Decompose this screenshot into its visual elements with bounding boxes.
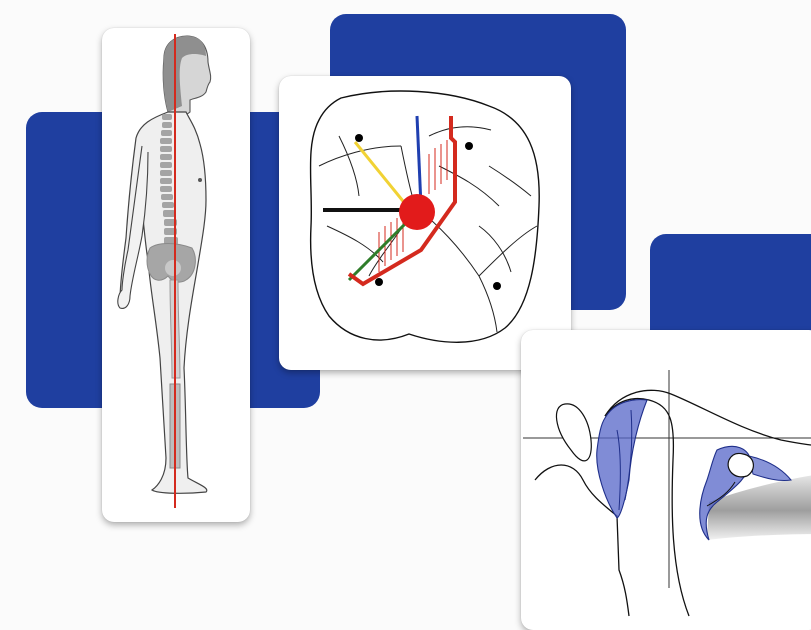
left-process xyxy=(556,404,591,461)
contact-point xyxy=(399,194,435,230)
body-outline xyxy=(120,112,207,493)
joint-cross-section-icon xyxy=(521,330,811,630)
posture-card xyxy=(102,28,250,522)
occlusal-card xyxy=(279,76,571,370)
ligament-left xyxy=(597,400,647,518)
standing-body-plumb-line-icon xyxy=(102,28,250,522)
molar-occlusal-surface-icon xyxy=(279,76,571,370)
joint-card xyxy=(521,330,811,630)
